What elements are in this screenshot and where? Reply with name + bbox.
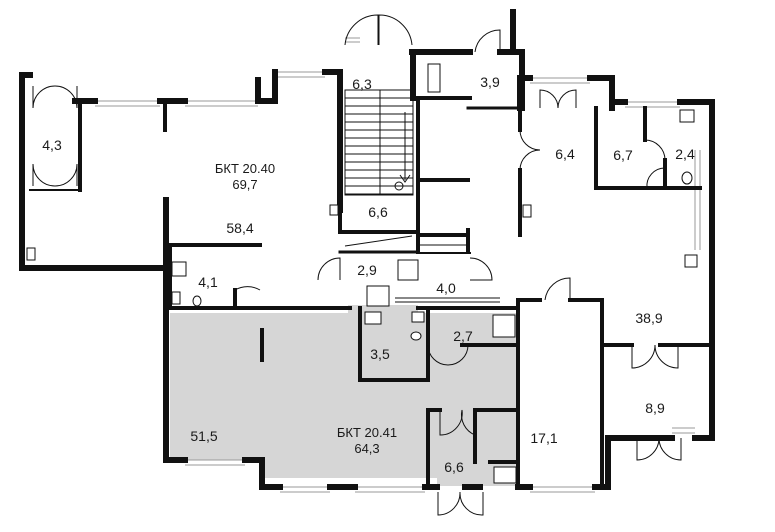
apartment-20-41-fill	[170, 305, 518, 486]
room-area-label: 4,3	[42, 137, 62, 153]
service-shaft	[344, 235, 500, 303]
room-area-label: 2,7	[453, 328, 473, 344]
room-area-label: 51,5	[190, 428, 218, 444]
room-area-label: 8,9	[645, 400, 665, 416]
room-area-label: 6,4	[555, 146, 575, 162]
room-area-label: 3,5	[370, 346, 390, 362]
apartment-20-40-name: БКТ 20.40	[214, 161, 276, 176]
windows	[95, 37, 701, 493]
apartment-20-40-area: 69,7	[232, 177, 258, 192]
room-area-label: 3,9	[480, 74, 500, 90]
apartment-20-41-name: БКТ 20.41	[336, 425, 398, 440]
room-area-label: 6,6	[444, 459, 464, 475]
apartment-20-41-area: 64,3	[354, 441, 380, 456]
room-area-label: 2,4	[675, 146, 695, 162]
room-area-label: 6,3	[352, 76, 372, 92]
room-area-label: 4,0	[436, 280, 456, 296]
walls	[19, 9, 715, 490]
room-area-label: 6,7	[613, 147, 633, 163]
room-area-label: 4,1	[198, 274, 218, 290]
door-swings	[32, 14, 682, 516]
room-area-label: 38,9	[635, 310, 663, 326]
staircase	[344, 89, 414, 196]
room-area-label: 2,9	[357, 262, 377, 278]
room-area-label: 6,6	[368, 204, 388, 220]
room-area-label: 58,4	[226, 220, 254, 236]
room-area-label: 17,1	[530, 430, 558, 446]
plumbing-fixtures	[26, 63, 698, 484]
